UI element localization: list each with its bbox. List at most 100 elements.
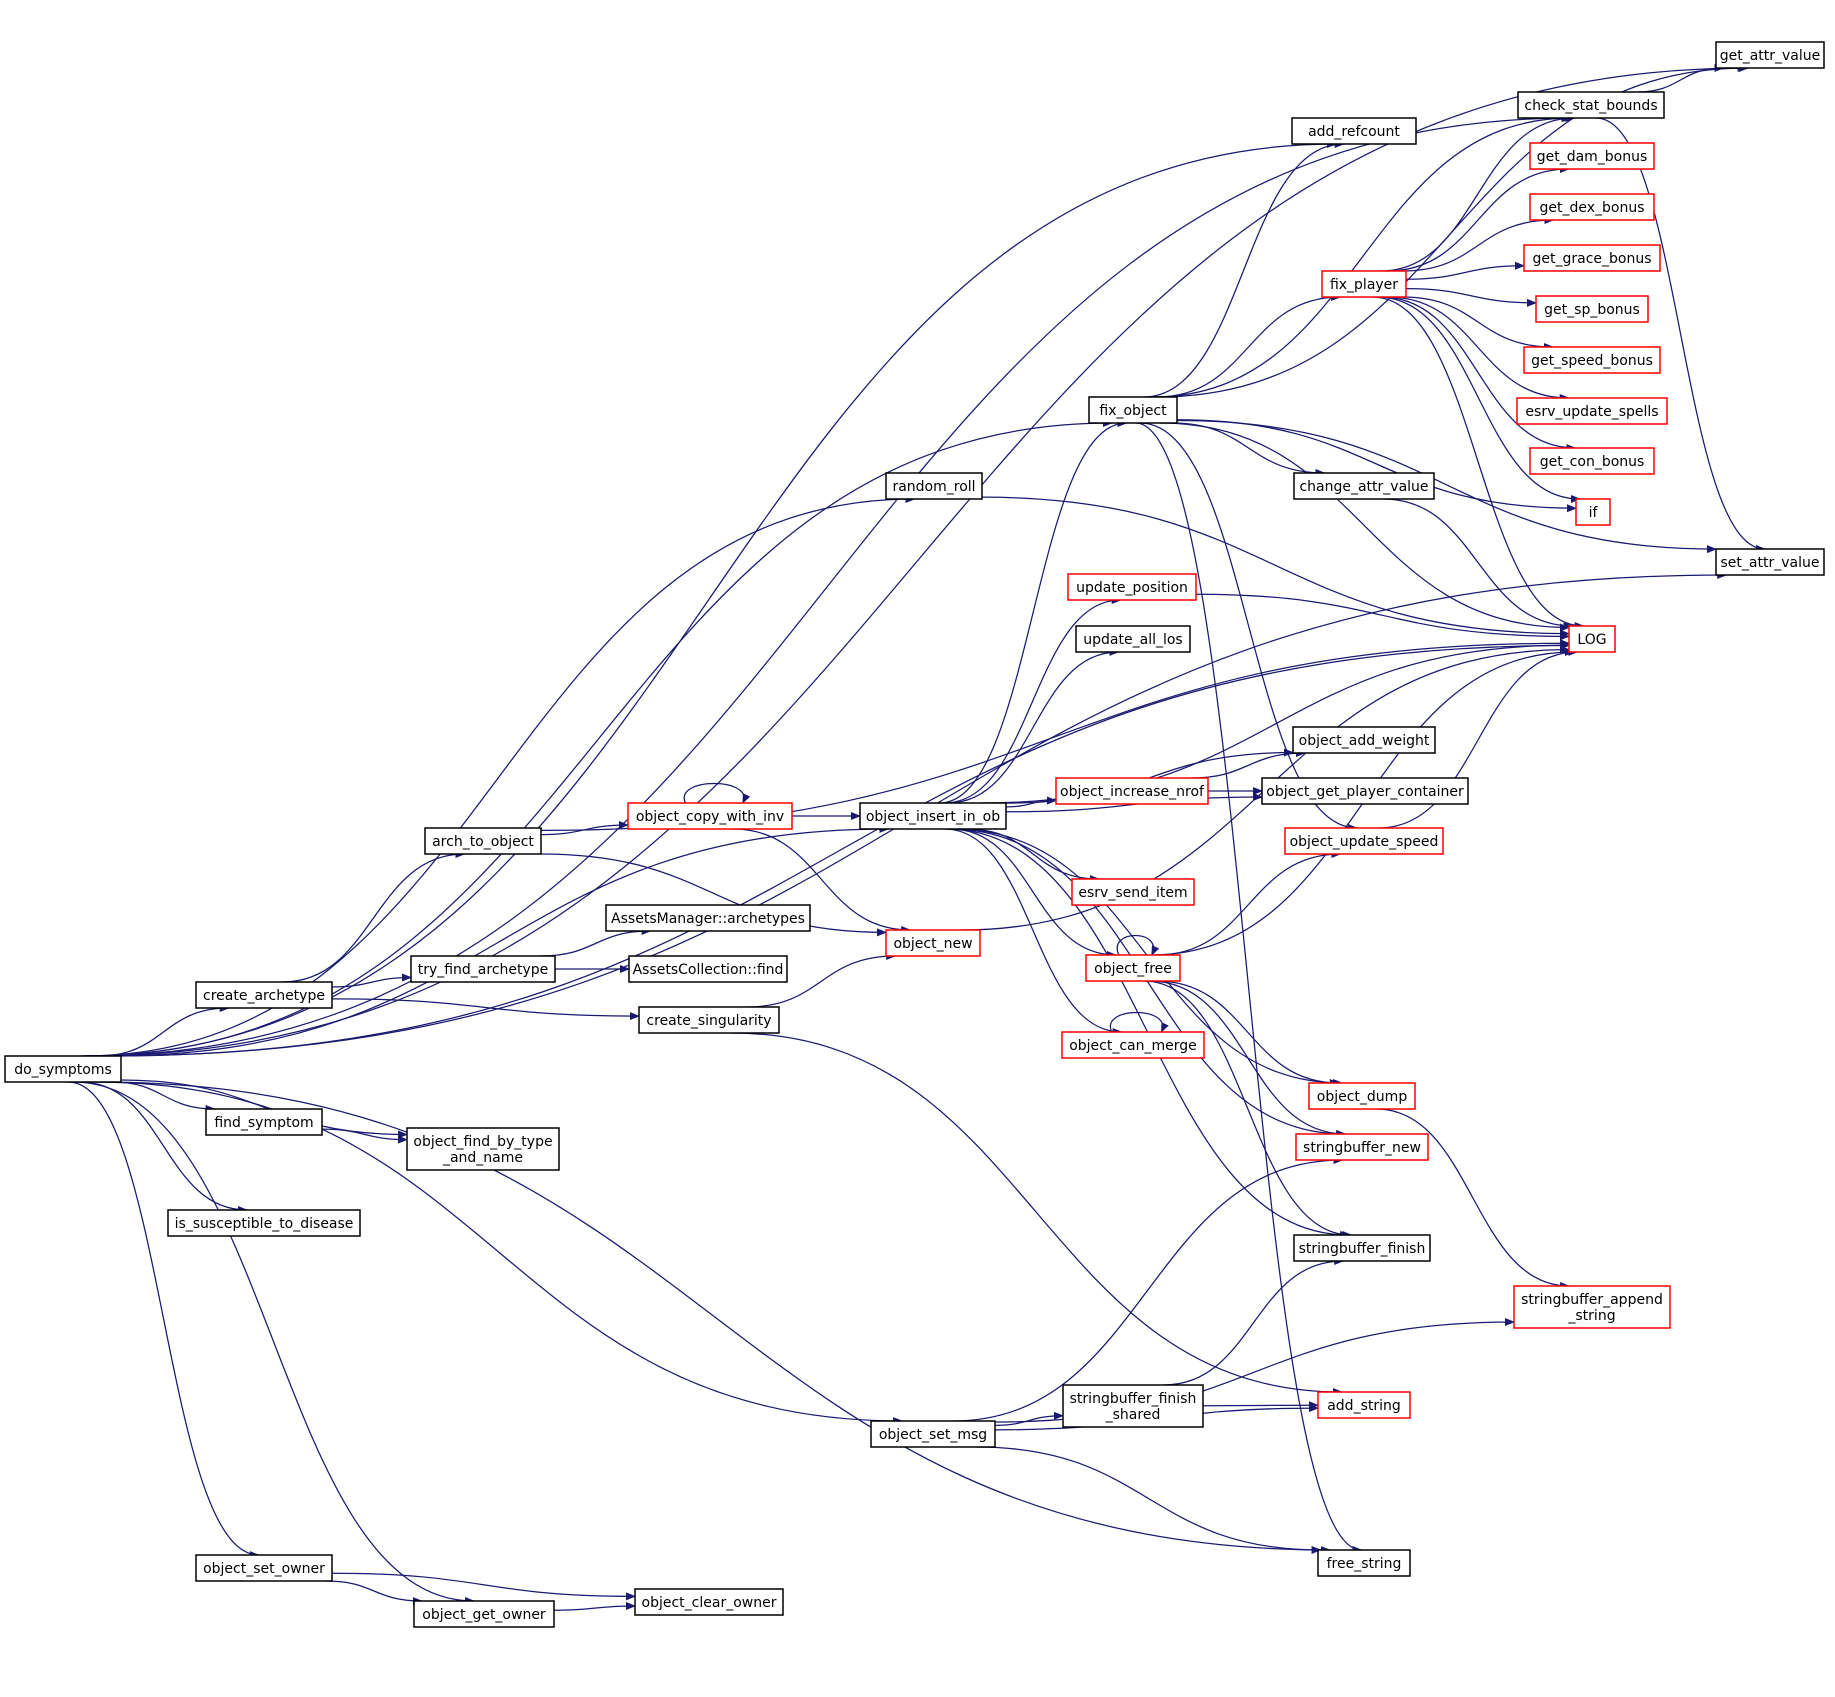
node-get-dex-bonus[interactable]: get_dex_bonus — [1529, 193, 1655, 221]
edge-fix-player-to-get-dam-bonus — [1387, 165, 1570, 272]
node-change-attr-value[interactable]: change_attr_value — [1293, 472, 1435, 500]
edge-object-free-to-stringbuffer-new — [1149, 980, 1347, 1138]
node-label: object_dump — [1317, 1089, 1408, 1105]
edge-fix-object-to-add-refcount — [1143, 140, 1345, 398]
edge-change-attr-value-to-log — [1383, 498, 1574, 630]
node-random-roll[interactable]: random_roll — [885, 472, 983, 500]
node-update-position[interactable]: update_position — [1067, 573, 1197, 601]
node-box — [1523, 244, 1661, 272]
node-object-clear-owner[interactable]: object_clear_owner — [634, 1588, 784, 1616]
edge-object-copy-with-inv-to-object-new — [732, 828, 912, 934]
node-do-symptoms[interactable]: do_symptoms — [4, 1055, 122, 1083]
node-box — [410, 955, 556, 983]
node-object-increase-nrof[interactable]: object_increase_nrof — [1055, 777, 1209, 805]
edge-do-symptoms-to-object-set-msg — [93, 1081, 904, 1425]
node-is-susceptible-to-disease[interactable]: is_susceptible_to_disease — [167, 1209, 361, 1237]
edge-object-update-speed-to-log — [1378, 648, 1579, 829]
node-object-get-player-container[interactable]: object_get_player_container — [1261, 777, 1469, 805]
edge-object-dump-to-stringbuffer-append-string — [1376, 1108, 1571, 1290]
edge-object-insert-in-ob-to-update-position — [944, 596, 1122, 804]
node-box — [1317, 1391, 1411, 1419]
edge-object-increase-nrof-to-object-add-weight — [1191, 749, 1306, 779]
node-stringbuffer-finish[interactable]: stringbuffer_finish — [1293, 1234, 1431, 1262]
node-box — [627, 802, 793, 830]
node-box — [1061, 1031, 1205, 1059]
node-esrv-send-item[interactable]: esrv_send_item — [1071, 878, 1195, 906]
edge-do-symptoms-to-is-susceptible-to-disease — [79, 1081, 249, 1214]
node-get-attr-value[interactable]: get_attr_value — [1715, 41, 1825, 69]
node-label: change_attr_value — [1299, 479, 1428, 495]
node-object-get-owner[interactable]: object_get_owner — [413, 1600, 555, 1628]
edge-fix-object-to-fix-player — [1156, 293, 1342, 398]
edge-create-archetype-to-try-find-archetype — [331, 973, 412, 988]
edge-fix-player-to-get-grace-bonus — [1405, 261, 1525, 280]
node-object-update-speed[interactable]: object_update_speed — [1284, 827, 1444, 855]
node-fix-player[interactable]: fix_player — [1321, 270, 1407, 298]
edge-object-get-owner-to-object-clear-owner — [553, 1601, 636, 1611]
node-object-set-msg[interactable]: object_set_msg — [870, 1420, 996, 1448]
node-add-refcount[interactable]: add_refcount — [1291, 117, 1417, 145]
node-label: object_add_weight — [1299, 733, 1430, 749]
node-label: object_update_speed — [1290, 834, 1439, 850]
node-get-grace-bonus[interactable]: get_grace_bonus — [1523, 244, 1661, 272]
edge-arch-to-object-to-object-new — [540, 853, 887, 937]
node-free-string[interactable]: free_string — [1317, 1549, 1411, 1577]
node-object-set-owner[interactable]: object_set_owner — [195, 1554, 333, 1582]
node-object-new[interactable]: object_new — [885, 929, 981, 957]
node-assetsmanager-archetypes[interactable]: AssetsManager::archetypes — [605, 904, 811, 932]
node-fix-object[interactable]: fix_object — [1088, 396, 1178, 424]
node-update-all-los[interactable]: update_all_los — [1075, 625, 1191, 653]
node-stringbuffer-append-string[interactable]: stringbuffer_append_string — [1513, 1285, 1671, 1329]
node-label: add_string — [1327, 1398, 1401, 1414]
edge-fix-object-to-free-string — [1135, 422, 1363, 1554]
node-arch-to-object[interactable]: arch_to_object — [424, 827, 542, 855]
edge-update-position-to-log — [1195, 593, 1570, 641]
node-box — [424, 827, 542, 855]
edge-object-insert-in-ob-to-object-can-merge — [944, 828, 1123, 1036]
node-if[interactable]: if — [1575, 498, 1611, 526]
edge-do-symptoms-to-free-string — [97, 1081, 1331, 1554]
node-object-can-merge[interactable]: object_can_merge — [1061, 1031, 1205, 1059]
node-stringbuffer-new[interactable]: stringbuffer_new — [1295, 1133, 1429, 1161]
node-box — [195, 981, 333, 1009]
node-label: fix_player — [1330, 277, 1398, 293]
node-label: if — [1589, 505, 1599, 521]
node-box — [1513, 1285, 1671, 1329]
node-object-copy-with-inv[interactable]: object_copy_with_inv — [627, 802, 793, 830]
node-object-insert-in-ob[interactable]: object_insert_in_ob — [859, 802, 1007, 830]
node-get-con-bonus[interactable]: get_con_bonus — [1529, 447, 1655, 475]
edge-create-singularity-to-add-string — [731, 1032, 1343, 1396]
edge-fix-object-to-check-stat-bounds — [1152, 114, 1573, 398]
node-get-speed-bonus[interactable]: get_speed_bonus — [1523, 346, 1661, 374]
node-log[interactable]: LOG — [1568, 625, 1616, 653]
node-box — [1293, 472, 1435, 500]
node-box — [885, 472, 983, 500]
node-get-dam-bonus[interactable]: get_dam_bonus — [1529, 142, 1655, 170]
node-label: object_get_player_container — [1266, 784, 1464, 800]
node-box — [634, 1588, 784, 1616]
node-object-dump[interactable]: object_dump — [1308, 1082, 1416, 1110]
node-check-stat-bounds[interactable]: check_stat_bounds — [1517, 91, 1665, 119]
node-object-free[interactable]: object_free — [1085, 954, 1181, 982]
node-add-string[interactable]: add_string — [1317, 1391, 1411, 1419]
edge-object-set-owner-to-object-clear-owner — [331, 1572, 636, 1601]
node-box — [1568, 625, 1616, 653]
node-set-attr-value[interactable]: set_attr_value — [1715, 548, 1825, 576]
node-esrv-update-spells[interactable]: esrv_update_spells — [1516, 397, 1668, 425]
node-create-singularity[interactable]: create_singularity — [638, 1006, 780, 1034]
node-box — [406, 1127, 560, 1171]
node-assetscollection-find[interactable]: AssetsCollection::find — [628, 955, 788, 983]
node-try-find-archetype[interactable]: try_find_archetype — [410, 955, 556, 983]
node-box — [195, 1554, 333, 1582]
node-create-archetype[interactable]: create_archetype — [195, 981, 333, 1009]
node-label: object_new — [893, 936, 972, 952]
node-label: stringbuffer_finish — [1299, 1241, 1426, 1257]
node-object-find-by-type-and-name[interactable]: object_find_by_type_and_name — [406, 1127, 560, 1171]
node-stringbuffer-finish-shared[interactable]: stringbuffer_finish_shared — [1062, 1384, 1204, 1428]
node-find-symptom[interactable]: find_symptom — [205, 1108, 323, 1136]
node-label: _string — [1567, 1308, 1615, 1324]
edge-do-symptoms-to-check-stat-bounds — [83, 114, 1572, 1057]
node-box — [1535, 295, 1649, 323]
node-get-sp-bonus[interactable]: get_sp_bonus — [1535, 295, 1649, 323]
node-object-add-weight[interactable]: object_add_weight — [1292, 726, 1436, 754]
